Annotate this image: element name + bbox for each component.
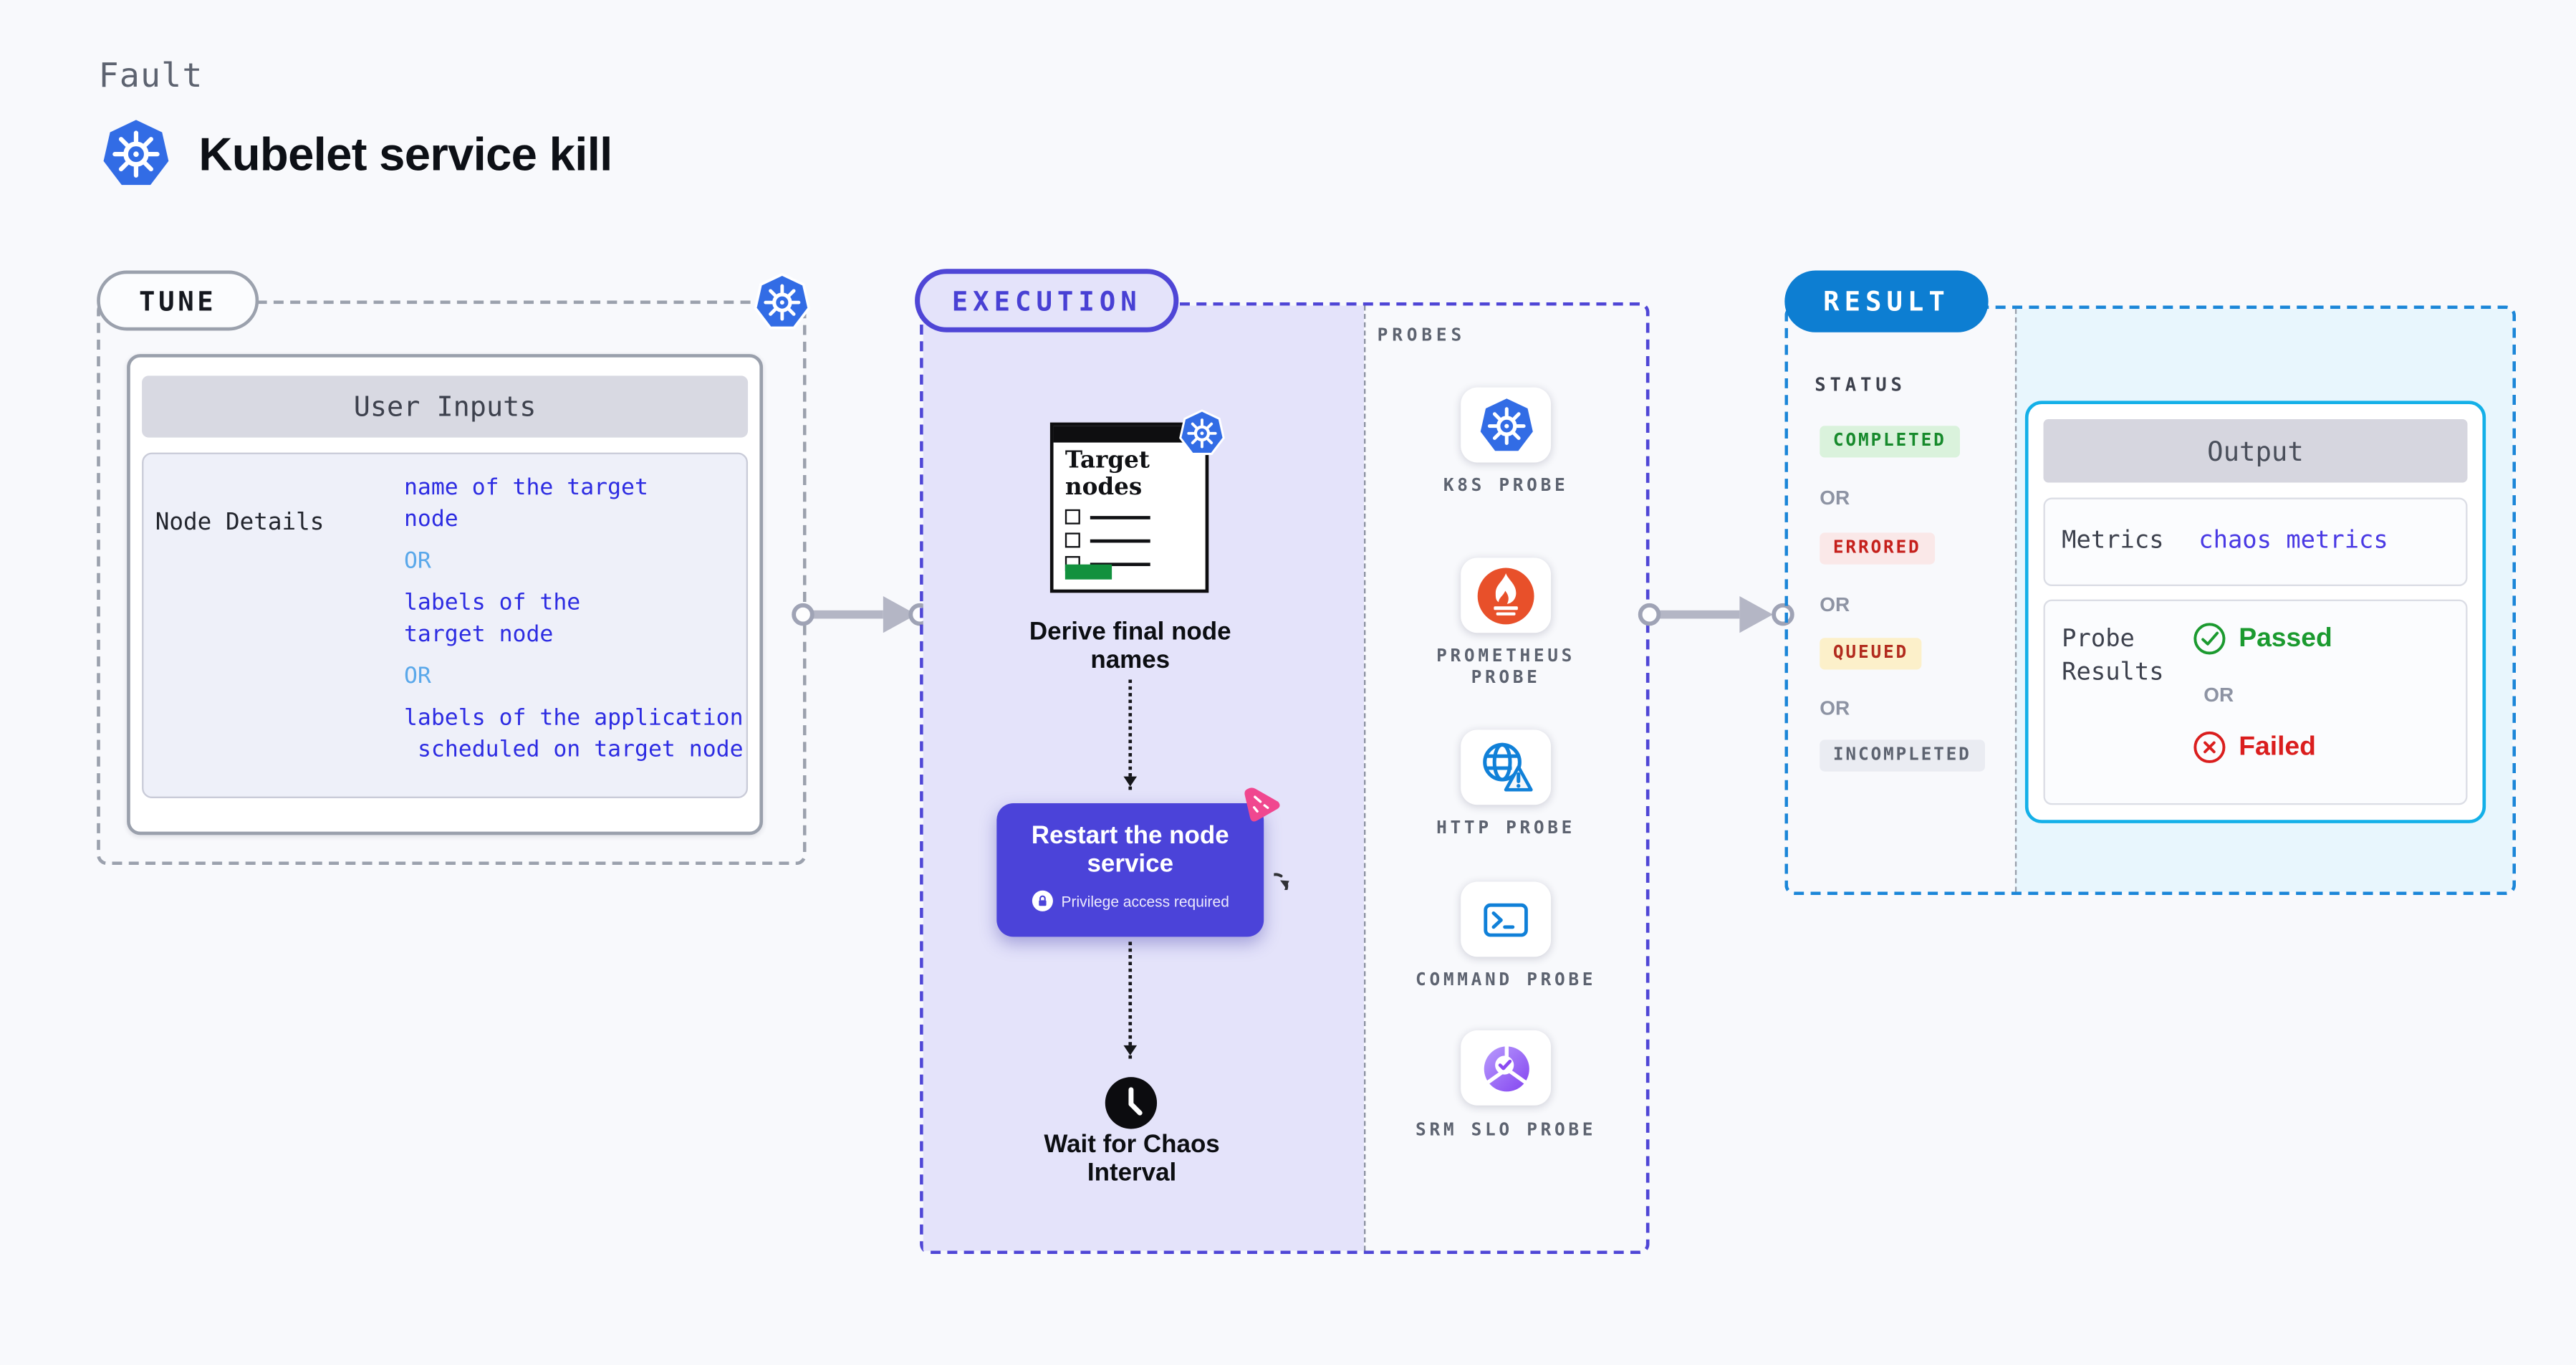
line-placeholder bbox=[1090, 514, 1150, 519]
checklist-row bbox=[1064, 532, 1206, 548]
command-probe-card[interactable] bbox=[1461, 881, 1552, 957]
line-placeholder bbox=[1090, 562, 1150, 565]
restart-node-service-button[interactable]: Restart the node service Privilege acces… bbox=[996, 786, 1282, 937]
kubernetes-icon bbox=[751, 271, 813, 332]
kubernetes-icon bbox=[1479, 398, 1534, 453]
output-card: Output Metrics chaos metrics Probe Resul… bbox=[2024, 401, 2486, 823]
probe-label: SRM SLO PROBE bbox=[1416, 1120, 1597, 1141]
or-separator: OR bbox=[403, 547, 431, 575]
metrics-row: Metrics chaos metrics bbox=[2043, 497, 2468, 587]
target-nodes-document: Target nodes bbox=[1049, 423, 1208, 593]
document-title: Target nodes bbox=[1064, 447, 1150, 500]
status-title: STATUS bbox=[1815, 374, 1906, 396]
metrics-label: Metrics bbox=[2062, 527, 2164, 555]
status-badge-errored: ERRORED bbox=[1820, 532, 1935, 565]
probe-results-row: Probe Results Passed OR Failed bbox=[2043, 599, 2468, 805]
probe-label: PROMETHEUS PROBE bbox=[1436, 646, 1576, 688]
lock-icon bbox=[1031, 890, 1053, 912]
probe-label: COMMAND PROBE bbox=[1416, 970, 1597, 990]
srm-slo-probe-card[interactable] bbox=[1461, 1030, 1552, 1106]
probe-label: K8S PROBE bbox=[1443, 476, 1569, 497]
user-inputs-body bbox=[142, 452, 749, 798]
status-badge-completed: COMPLETED bbox=[1820, 426, 1960, 458]
or-separator: OR bbox=[403, 663, 431, 690]
node-details-values: name of the target node OR labels of the… bbox=[404, 473, 763, 777]
retry-loop-icon bbox=[1274, 873, 1291, 891]
metrics-value: chaos metrics bbox=[2198, 527, 2388, 555]
flow-arrow-icon bbox=[1638, 595, 1794, 633]
action-title: Restart the node service bbox=[1031, 821, 1229, 878]
probes-title: PROBES bbox=[1377, 325, 1466, 346]
status-badge-queued: QUEUED bbox=[1820, 638, 1922, 670]
line-placeholder bbox=[1090, 538, 1150, 542]
document-titlebar bbox=[1053, 426, 1206, 443]
step-wait-chaos-interval: Wait for Chaos Interval bbox=[1044, 1130, 1220, 1187]
check-circle-icon bbox=[2193, 623, 2226, 655]
dotted-arrow-icon bbox=[1123, 679, 1138, 790]
checkbox-icon bbox=[1064, 532, 1080, 548]
probe-result-failed: Failed bbox=[2192, 729, 2316, 765]
probe-label: HTTP PROBE bbox=[1436, 818, 1576, 838]
step-derive-node-names: Derive final node names bbox=[1029, 618, 1231, 674]
execution-tag: EXECUTION bbox=[915, 269, 1179, 332]
green-bar bbox=[1064, 564, 1112, 580]
node-details-label: Node Details bbox=[155, 509, 325, 537]
tune-value: labels of the target node bbox=[403, 589, 581, 648]
tune-value: labels of the application scheduled on t… bbox=[403, 704, 744, 764]
user-inputs-title: User Inputs bbox=[142, 375, 749, 438]
checklist-row bbox=[1064, 509, 1206, 525]
failed-label: Failed bbox=[2239, 732, 2316, 761]
output-title: Output bbox=[2043, 418, 2468, 483]
passed-label: Passed bbox=[2239, 623, 2332, 653]
kubernetes-icon bbox=[102, 118, 170, 187]
chaos-fault-icon bbox=[1243, 786, 1282, 823]
result-tag: RESULT bbox=[1784, 270, 1989, 332]
tune-tag: TUNE bbox=[97, 270, 259, 331]
page-title: Kubelet service kill bbox=[198, 128, 612, 181]
privilege-note: Privilege access required bbox=[996, 890, 1264, 912]
prometheus-icon bbox=[1477, 567, 1534, 624]
or-separator: OR bbox=[1820, 593, 1850, 616]
prometheus-probe-card[interactable] bbox=[1461, 557, 1552, 633]
slo-donut-icon bbox=[1479, 1040, 1534, 1096]
k8s-probe-card[interactable] bbox=[1461, 387, 1552, 463]
clock-icon bbox=[1103, 1076, 1158, 1131]
or-separator: OR bbox=[2203, 683, 2234, 707]
status-output-divider bbox=[2014, 309, 2017, 892]
dotted-arrow-icon bbox=[1123, 942, 1138, 1059]
checkbox-icon bbox=[1064, 509, 1080, 525]
status-badge-incompleted: INCOMPLETED bbox=[1820, 739, 1985, 772]
kubernetes-icon bbox=[1177, 408, 1227, 458]
tune-section-box bbox=[97, 300, 807, 866]
or-separator: OR bbox=[1820, 486, 1850, 509]
fault-category-label: Fault bbox=[98, 54, 203, 95]
privilege-note-label: Privilege access required bbox=[1061, 892, 1229, 909]
terminal-icon bbox=[1479, 893, 1533, 947]
globe-warning-icon bbox=[1476, 737, 1536, 798]
probe-results-label: Probe Results bbox=[2062, 626, 2164, 686]
or-separator: OR bbox=[1820, 696, 1850, 720]
flow-arrow-icon bbox=[792, 595, 931, 633]
probe-result-passed: Passed bbox=[2192, 621, 2332, 656]
x-circle-icon bbox=[2193, 731, 2226, 763]
http-probe-card[interactable] bbox=[1461, 729, 1552, 805]
probes-divider bbox=[1364, 305, 1366, 1251]
tune-value: name of the target node bbox=[403, 474, 648, 533]
